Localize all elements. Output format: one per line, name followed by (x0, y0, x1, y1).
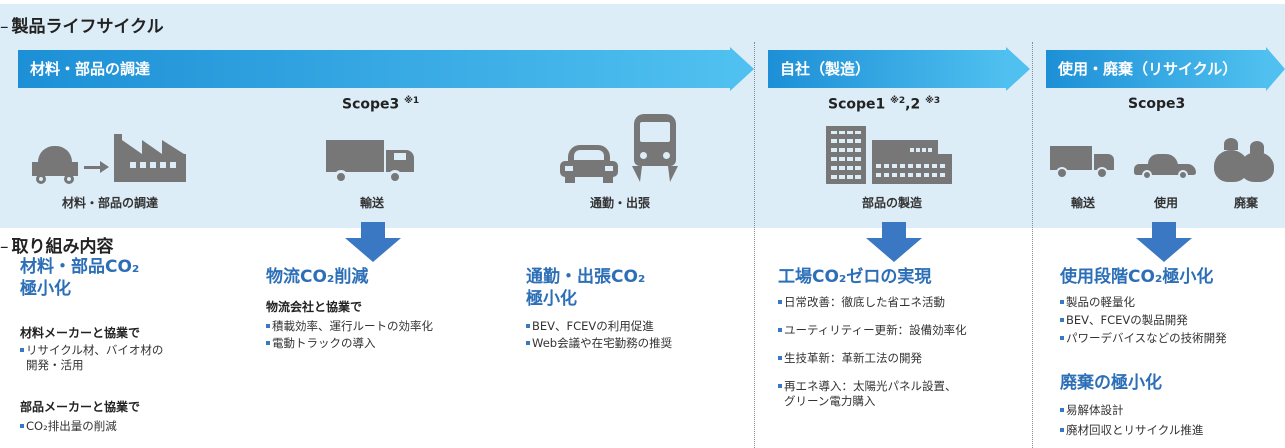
truck-icon (326, 140, 416, 186)
col4-bullet-tech: 生技革新：革新工法の開発 (778, 350, 922, 366)
truck-small-icon (1050, 146, 1114, 180)
col1-sub-material-makers: 材料メーカーと協業で (20, 326, 141, 340)
icon-label-parts-mfg: 部品の製造 (861, 196, 923, 210)
col4-title: 工場CO₂ゼロの実現 (778, 267, 932, 287)
col2-bullet-etruck: 電動トラックの導入 (266, 335, 376, 351)
divider-inhouse (754, 42, 755, 448)
col3-bullet-bev: BEV、FCEVの利用促進 (526, 318, 654, 334)
col5-bullet-power-device: パワーデバイスなどの技術開発 (1060, 330, 1227, 346)
initiatives-heading: –取り組み内容 (0, 237, 114, 257)
col5-bullet-lightweight: 製品の軽量化 (1060, 294, 1135, 310)
factory-icon (114, 134, 186, 182)
col4-bullet-renewable-cont: グリーン電力購入 (784, 394, 876, 408)
trash-bags-icon (1214, 138, 1274, 182)
col5-title-disposal: 廃棄の極小化 (1060, 373, 1162, 393)
icon-label-commute: 通勤・出張 (589, 196, 651, 210)
icon-label-transport: 輸送 (359, 196, 385, 210)
lifecycle-heading: –製品ライフサイクル (0, 17, 164, 37)
arrow-right-icon (84, 161, 110, 173)
col5-bullet-recycle: 廃材回収とリサイクル推進 (1060, 422, 1203, 438)
col1-title: 材料・部品CO₂ 極小化 (20, 257, 140, 299)
mine-cart-icon (32, 146, 80, 186)
col5-bullet-disassembly: 易解体設計 (1060, 402, 1124, 418)
stage-label-use-disposal: 使用・廃棄（リサイクル） (1058, 60, 1238, 78)
factory-buildings-icon (826, 126, 966, 184)
col4-bullet-utility: ユーティリティー更新：設備効率化 (778, 322, 967, 338)
down-arrow-logistics (345, 222, 401, 262)
train-icon (630, 114, 680, 184)
col3-bullet-web: Web会議や在宅勤務の推奨 (526, 335, 672, 351)
icon-label-materials: 材料・部品の調達 (61, 196, 159, 210)
col2-title: 物流CO₂削減 (266, 267, 369, 287)
down-arrow-factory (866, 222, 922, 262)
icon-label-disposal: 廃棄 (1233, 196, 1259, 210)
col2-sub: 物流会社と協業で (266, 300, 363, 314)
col1-bullet-recycled: リサイクル材、バイオ材の (20, 342, 163, 358)
col1-bullet-co2: CO₂排出量の削減 (20, 418, 117, 434)
col2-bullet-efficiency: 積載効率、運行ルートの効率化 (266, 318, 433, 334)
car-small-icon (1134, 154, 1196, 180)
down-arrow-use (1136, 222, 1192, 262)
col5-bullet-bev-dev: BEV、FCEVの製品開発 (1060, 312, 1188, 328)
car-icon (560, 145, 618, 183)
stage-arrow-procurement: 材料・部品の調達 (18, 47, 754, 91)
stage-label-inhouse: 自社（製造） (780, 60, 871, 78)
col1-bullet-recycled-cont: 開発・活用 (26, 358, 84, 372)
stage-arrow-use-disposal: 使用・廃棄（リサイクル） (1046, 47, 1285, 91)
icon-label-transport-2: 輸送 (1070, 196, 1096, 210)
icon-label-use: 使用 (1153, 196, 1179, 210)
col5-title: 使用段階CO₂極小化 (1060, 267, 1214, 287)
col3-title: 通勤・出張CO₂ 極小化 (526, 267, 646, 309)
col4-bullet-renewable: 再エネ導入：太陽光パネル設置、 (778, 378, 957, 394)
stage-label-procurement: 材料・部品の調達 (30, 60, 151, 78)
stage-arrow-inhouse: 自社（製造） (768, 47, 1030, 91)
scope3-left-label: Scope3 ※1 (342, 96, 420, 113)
col4-bullet-daily: 日常改善：徹底した省エネ活動 (778, 294, 945, 310)
divider-use (1032, 42, 1033, 448)
scope12-label: Scope1 ※2,2 ※3 (828, 96, 941, 113)
col1-sub-parts-makers: 部品メーカーと協業で (20, 400, 141, 414)
scope3-right-label: Scope3 (1128, 96, 1186, 112)
